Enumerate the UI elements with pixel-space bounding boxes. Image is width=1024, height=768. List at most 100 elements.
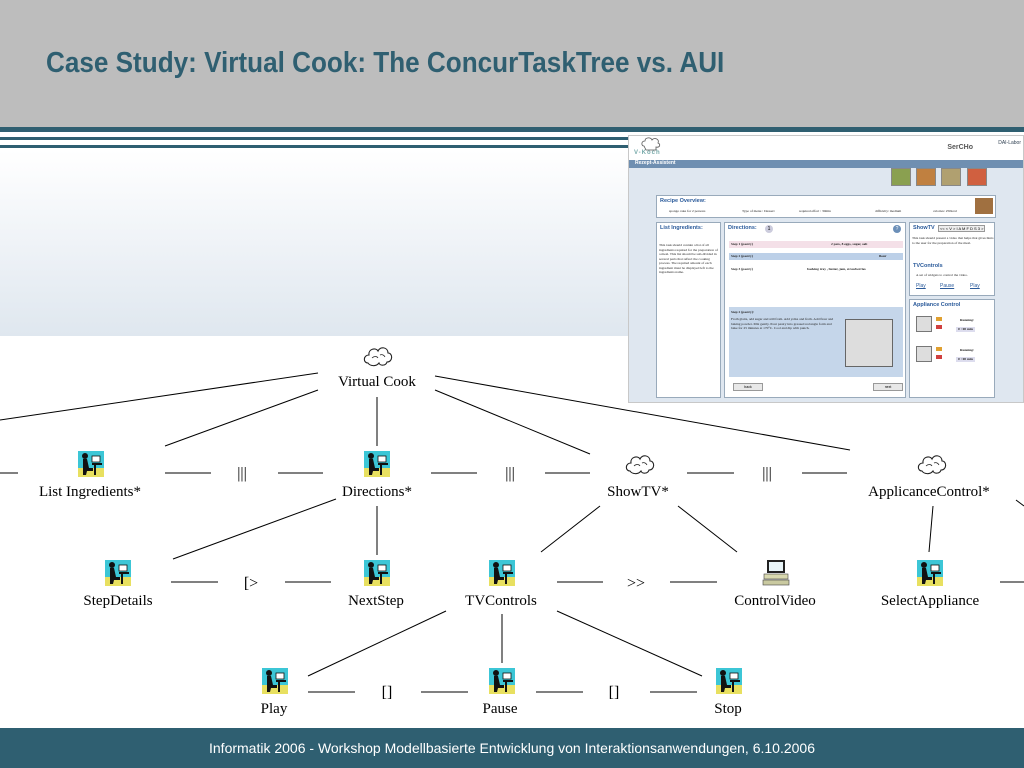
node-label: Stop xyxy=(714,701,742,717)
application-task-computer-icon xyxy=(762,559,790,586)
node-label: Pause xyxy=(483,701,518,717)
back-button[interactable]: back xyxy=(733,383,763,391)
recipe-overview-panel: Recipe Overview: sponge cake for 2 perso… xyxy=(656,195,996,218)
food-image[interactable] xyxy=(941,168,961,186)
slide-footer: Informatik 2006 - Workshop Modellbasiert… xyxy=(0,728,1024,768)
node-label: Play xyxy=(261,701,288,717)
slide-title: Case Study: Virtual Cook: The ConcurTask… xyxy=(46,47,725,79)
node-control-video: ControlVideo xyxy=(734,559,816,609)
chef-hat-icon xyxy=(641,137,661,151)
step-row[interactable]: Step 3 (pastry) backing tray , butter, j… xyxy=(729,266,903,273)
node-showtv: ShowTV* xyxy=(607,455,669,500)
abstract-task-cloud-icon xyxy=(917,455,947,475)
user-task-icon xyxy=(77,450,105,478)
help-icon[interactable]: ? xyxy=(893,225,901,233)
food-image[interactable] xyxy=(967,168,987,186)
abstract-task-cloud-icon xyxy=(625,455,655,475)
dai-labor-logo: DAI-Labor xyxy=(998,140,1021,146)
node-tv-controls: TVControls xyxy=(465,559,537,609)
directions-title: Directions: xyxy=(728,225,757,231)
user-task-icon xyxy=(916,559,944,587)
user-task-icon xyxy=(363,450,391,478)
toggle-icon[interactable] xyxy=(936,355,942,359)
node-label: ApplicanceControl* xyxy=(868,484,990,500)
next-button[interactable]: next xyxy=(873,383,903,391)
divider-line xyxy=(0,127,1024,132)
node-list-ingredients: List Ingredients* xyxy=(39,450,141,500)
divider-line xyxy=(0,137,628,140)
cooking-photo xyxy=(845,319,893,367)
node-virtual-cook: Virtual Cook xyxy=(338,347,416,390)
step-detail: flour xyxy=(879,254,887,258)
step-detail-text: Froth glairs, add sugar and still froth.… xyxy=(731,317,834,330)
node-label: SelectAppliance xyxy=(881,593,980,609)
choice-operator: [] xyxy=(609,684,620,701)
enable-operator: >> xyxy=(627,575,645,592)
tree-edges xyxy=(0,372,1024,693)
toggle-icon[interactable] xyxy=(936,317,942,321)
node-pause: Pause xyxy=(483,667,518,717)
play-link[interactable]: Play xyxy=(916,283,926,289)
vkoch-logo: V-Koch xyxy=(634,150,661,156)
video-control-buttons[interactable]: << < V > I A M F D S 3 > xyxy=(938,225,986,232)
step-row[interactable]: Step 1 (pastry) 2 pots, 8 eggs, sugar, s… xyxy=(729,241,903,248)
toggle-icon[interactable] xyxy=(936,347,942,351)
oven-knob-icon[interactable] xyxy=(916,346,932,362)
node-step-details: StepDetails xyxy=(83,559,153,609)
user-task-icon xyxy=(363,559,391,587)
recipe-overview-title: Recipe Overview: xyxy=(660,198,706,204)
directions-badge: 1 xyxy=(765,225,773,233)
sercho-logo: SerCHo xyxy=(947,144,973,151)
footer-text: Informatik 2006 - Workshop Modellbasiert… xyxy=(209,740,815,756)
pause-link[interactable]: Pause xyxy=(940,283,955,289)
user-task-icon xyxy=(488,667,516,695)
cake-image xyxy=(975,198,993,214)
showtv-panel: ShowTV << < V > I A M F D S 3 > This tas… xyxy=(909,222,995,296)
node-label: List Ingredients* xyxy=(39,484,141,500)
recipe-field: Type of menu : Dessert xyxy=(742,209,775,213)
node-label: NextStep xyxy=(348,593,404,609)
step-name: Step 2 (pastry) xyxy=(731,254,753,258)
node-stop: Stop xyxy=(714,667,743,717)
list-ingredients-panel: List Ingredients: This task should conta… xyxy=(656,222,721,398)
tvcontrols-title: TVControls xyxy=(913,263,943,269)
step-row[interactable]: Step 2 (pastry) flour xyxy=(729,253,903,260)
showtv-title: ShowTV xyxy=(913,225,935,231)
list-ingredients-title: List Ingredients: xyxy=(660,225,703,231)
oven-knob-icon[interactable] xyxy=(916,316,932,332)
food-image[interactable] xyxy=(891,168,911,186)
food-image[interactable] xyxy=(916,168,936,186)
node-directions: Directions* xyxy=(342,450,412,500)
step-detail-box: Step 2 (pastry): Froth glairs, add sugar… xyxy=(729,307,903,377)
play-link[interactable]: Play xyxy=(970,283,980,289)
node-label: StepDetails xyxy=(83,593,152,609)
node-label: ShowTV* xyxy=(607,484,669,500)
node-appliance-control: ApplicanceControl* xyxy=(868,455,990,500)
list-ingredients-text: This task should contain a list of all i… xyxy=(659,243,718,274)
toggle-icon[interactable] xyxy=(936,325,942,329)
tvcontrols-text: A set of widgets to control the video. xyxy=(916,273,968,277)
appliance-timer: 0 : 00 min xyxy=(956,327,975,332)
recipe-field: difficulty: medium xyxy=(875,209,902,213)
aui-screenshot: V-Koch SerCHo DAI-Labor Rezept-Assistent… xyxy=(628,135,1024,403)
recipe-field: calories: 250kcal xyxy=(933,209,957,213)
step-detail: 2 pots, 8 eggs, sugar, salt xyxy=(831,242,868,246)
step-name: Step 3 (pastry) xyxy=(731,267,753,271)
interleave-operator: ||| xyxy=(762,465,772,482)
background-gradient xyxy=(0,150,630,336)
assistant-title: Rezept-Assistent xyxy=(635,160,676,166)
node-select-appliance: SelectAppliance xyxy=(881,559,980,609)
node-label: Directions* xyxy=(342,484,412,500)
divider-line xyxy=(0,145,628,148)
appliance-status-label: Running: xyxy=(960,318,975,322)
step-name: Step 1 (pastry) xyxy=(731,242,753,246)
appliance-status-label: Running: xyxy=(960,348,975,352)
user-task-icon xyxy=(488,559,516,587)
appliance-timer: 0 : 00 min xyxy=(956,357,975,362)
interleave-operator: ||| xyxy=(237,465,247,482)
node-next-step: NextStep xyxy=(348,559,404,609)
user-task-icon xyxy=(104,559,132,587)
appliance-control-panel: Appliance Control Running: 0 : 00 min Ru… xyxy=(909,299,995,398)
user-task-icon xyxy=(261,667,289,695)
